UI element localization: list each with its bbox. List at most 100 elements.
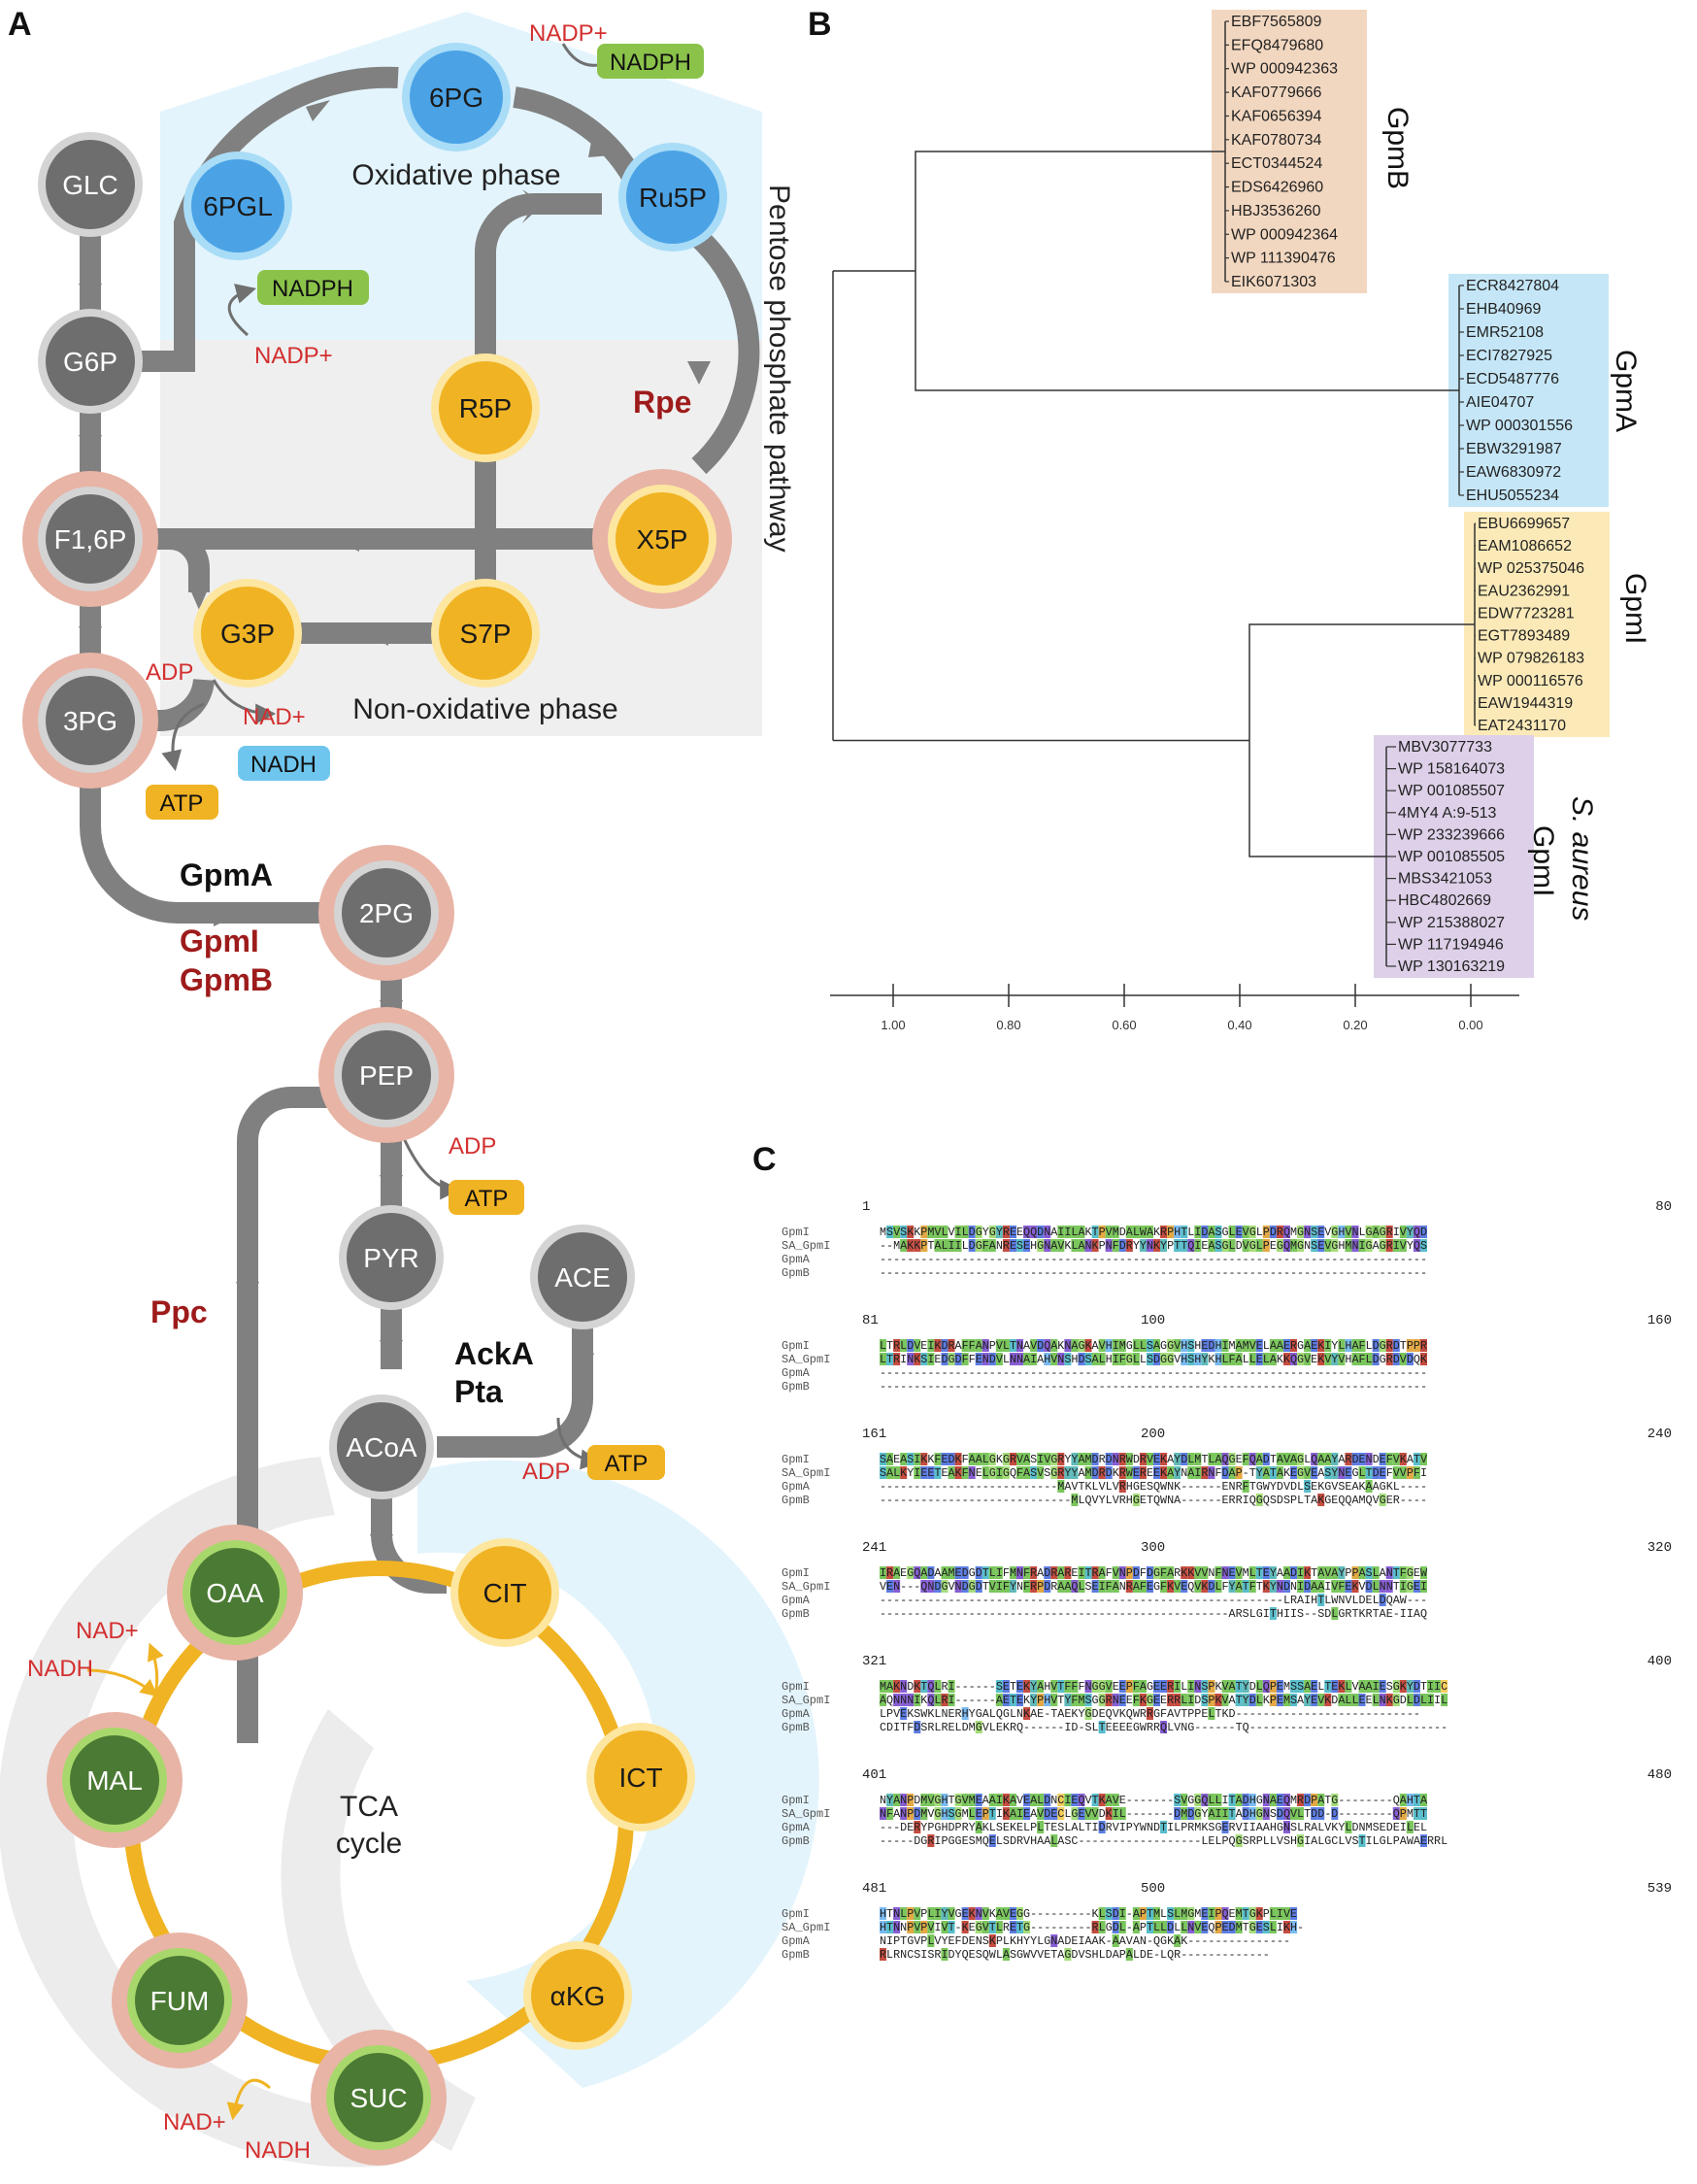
residue-highlight [1338, 1566, 1346, 1579]
residue-highlight [1139, 1694, 1147, 1706]
residue-highlight [1419, 1566, 1427, 1579]
non-oxidative-phase-label: Non-oxidative phase [352, 693, 618, 725]
nadph-box-middle [257, 270, 369, 305]
residue-highlight [1276, 1680, 1283, 1693]
residue-highlight [1282, 1580, 1290, 1593]
residue-highlight [1167, 1694, 1175, 1706]
residue-highlight [1023, 1466, 1031, 1479]
residue-highlight [1255, 1466, 1263, 1479]
leaf-label: WP 000116576 [1478, 673, 1583, 689]
residue-highlight [941, 1907, 948, 1920]
residue-highlight [880, 1680, 887, 1693]
residue-highlight [1372, 1339, 1380, 1352]
residue-highlight [1345, 1226, 1352, 1238]
residue-highlight [1379, 1594, 1386, 1606]
residue-highlight [1365, 1466, 1373, 1479]
metabolite-label: ICT [618, 1763, 662, 1793]
residue-highlight [1379, 1580, 1386, 1593]
residue-highlight [1125, 1453, 1133, 1465]
residue-highlight [1187, 1807, 1195, 1820]
residue-highlight [1084, 1694, 1092, 1706]
residue-highlight [975, 1794, 982, 1806]
residue-highlight [1160, 1921, 1168, 1933]
node-core [46, 317, 135, 406]
residue-highlight [1167, 1353, 1175, 1365]
residue-highlight [1084, 1239, 1092, 1252]
residue-highlight [1317, 1494, 1325, 1506]
residue-highlight [1324, 1239, 1332, 1252]
residue-highlight [907, 1694, 915, 1706]
block-start-position: 321 [862, 1654, 886, 1669]
residue-highlight [1146, 1694, 1153, 1706]
block-mid-position: 100 [1141, 1313, 1165, 1328]
residue-highlight [1078, 1807, 1085, 1820]
residue-highlight [1351, 1580, 1359, 1593]
residue-highlight [934, 1453, 942, 1465]
residue-highlight [927, 1353, 935, 1365]
residue-highlight [954, 1580, 962, 1593]
residue-highlight [1009, 1694, 1016, 1706]
residue-highlight [1030, 1339, 1038, 1352]
residue-highlight [1002, 1339, 1010, 1352]
residue-highlight [1385, 1353, 1393, 1365]
residue-highlight [1385, 1339, 1393, 1352]
residue-highlight [1406, 1580, 1414, 1593]
residue-highlight [1262, 1453, 1270, 1465]
residue-highlight [1125, 1948, 1133, 1961]
residue-highlight [1379, 1239, 1386, 1252]
residue-highlight [1282, 1694, 1290, 1706]
residue-highlight [1091, 1453, 1099, 1465]
axis-tick-label: 0.00 [1458, 1018, 1482, 1032]
residue-highlight [1215, 1694, 1222, 1706]
leaf-label: MBS3421053 [1398, 871, 1492, 888]
residue-highlight [1112, 1580, 1119, 1593]
residue-highlight [1139, 1580, 1147, 1593]
block-end-position: 240 [1647, 1427, 1672, 1442]
residue-highlight [1413, 1239, 1420, 1252]
enzyme-pta: Pta [454, 1374, 503, 1409]
residue-highlight [1139, 1339, 1147, 1352]
sequence-row: AQNNNIKQLRI------AETEKYPHVTYFMSGGRNEEFKG… [880, 1694, 1447, 1707]
leaf-label: ECT0344524 [1231, 155, 1322, 172]
metabolite-ict: ICT [586, 1723, 695, 1831]
residue-highlight [1125, 1580, 1133, 1593]
residue-highlight [914, 1680, 921, 1693]
residue-highlight [961, 1707, 969, 1720]
tree-branches [832, 151, 1475, 857]
metabolite-label: FUM [150, 1986, 210, 2016]
metabolite-fum: FUM [112, 1932, 248, 2068]
residue-highlight [1215, 1580, 1222, 1593]
residue-highlight [1037, 1580, 1045, 1593]
residue-highlight [1269, 1580, 1277, 1593]
residue-highlight [1221, 1921, 1229, 1933]
metabolite-label: CIT [482, 1578, 526, 1608]
residue-highlight [1084, 1707, 1092, 1720]
residue-highlight [1413, 1226, 1420, 1238]
residue-highlight [886, 1466, 894, 1479]
residue-highlight [1071, 1453, 1079, 1465]
residue-highlight [1030, 1680, 1038, 1693]
residue-highlight [1392, 1680, 1400, 1693]
residue-highlight [900, 1907, 908, 1920]
residue-highlight [1248, 1566, 1256, 1579]
residue-highlight [1030, 1694, 1038, 1706]
residue-highlight [1050, 1339, 1058, 1352]
residue-highlight [1112, 1226, 1119, 1238]
nad-plus-label-suc: NAD+ [163, 2109, 226, 2135]
residue-highlight [1242, 1907, 1249, 1920]
panel-b-label: B [808, 6, 832, 43]
residue-highlight [1167, 1580, 1175, 1593]
leaf-label: WP 000942364 [1231, 226, 1338, 243]
residue-highlight [1174, 1239, 1181, 1252]
node-core [458, 1546, 551, 1639]
residue-highlight [1044, 1353, 1051, 1365]
residue-highlight [886, 1921, 894, 1933]
residue-highlight [1345, 1694, 1352, 1706]
residue-highlight [1030, 1580, 1038, 1593]
residue-highlight [1208, 1694, 1215, 1706]
residue-highlight [1406, 1794, 1414, 1806]
residue-highlight [1009, 1339, 1016, 1352]
residue-highlight [1201, 1921, 1209, 1933]
